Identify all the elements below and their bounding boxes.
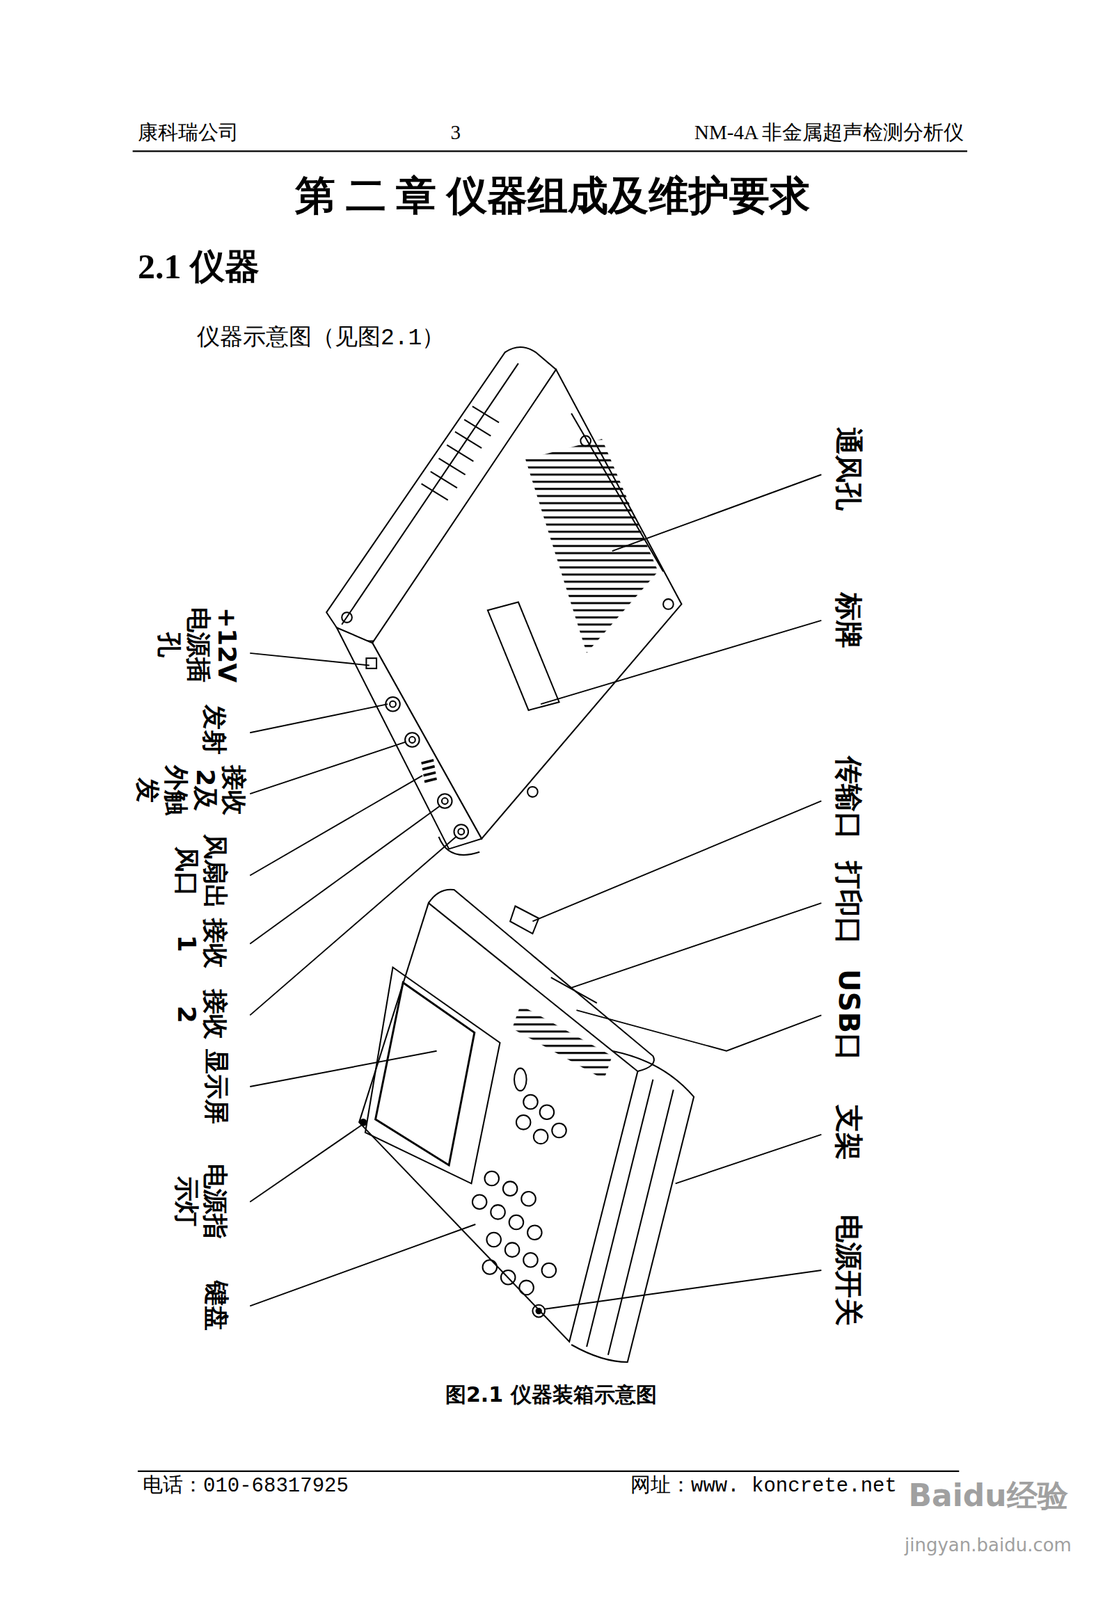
watermark: jingyan.baidu.com [904, 1535, 1072, 1557]
part-label: 支架 [832, 1105, 865, 1161]
part-label: 通风孔 [832, 427, 865, 511]
footer-website: 网址：www. koncrete.net [630, 1475, 897, 1499]
header-rule [132, 150, 968, 152]
part-label: 电源开关 [832, 1214, 865, 1327]
part-label: 接收1 [172, 916, 231, 972]
back-view-device [326, 347, 682, 856]
part-label: 传输口 [832, 756, 865, 840]
footer-rule [137, 1471, 959, 1473]
header-product: NM-4A 非金属超声检测分析仪 [694, 121, 964, 145]
part-label: 风扇出风口 [171, 835, 230, 911]
watermark: Baidu经验 [908, 1478, 1069, 1515]
leader-lines [249, 474, 822, 1309]
header-company: 康科瑞公司 [137, 121, 239, 145]
figure-caption: 图2.1 仪器装箱示意图 [445, 1383, 657, 1408]
part-label: 打印口 [832, 861, 865, 945]
part-label: 键盘 [201, 1281, 231, 1332]
part-label: +12V电源插孔 [155, 603, 243, 687]
part-label: 发射 [199, 704, 229, 755]
page-number: 3 [450, 121, 462, 145]
part-label: USB口 [832, 969, 865, 1062]
section-heading: 2.1 仪器 [137, 247, 260, 288]
body-text: 仪器示意图（见图2.1） [196, 325, 445, 353]
part-label: 显示屏 [201, 1049, 231, 1125]
part-label: 接收2及外触发 [132, 757, 249, 824]
part-label: 接收2 [172, 987, 231, 1043]
front-view-device [359, 889, 694, 1363]
part-label: 标牌 [832, 592, 865, 649]
chapter-title: 第 二 章 仪器组成及维护要求 [295, 173, 810, 220]
part-label: 电源指示灯 [171, 1164, 230, 1240]
footer-phone: 电话：010-68317925 [142, 1475, 349, 1499]
